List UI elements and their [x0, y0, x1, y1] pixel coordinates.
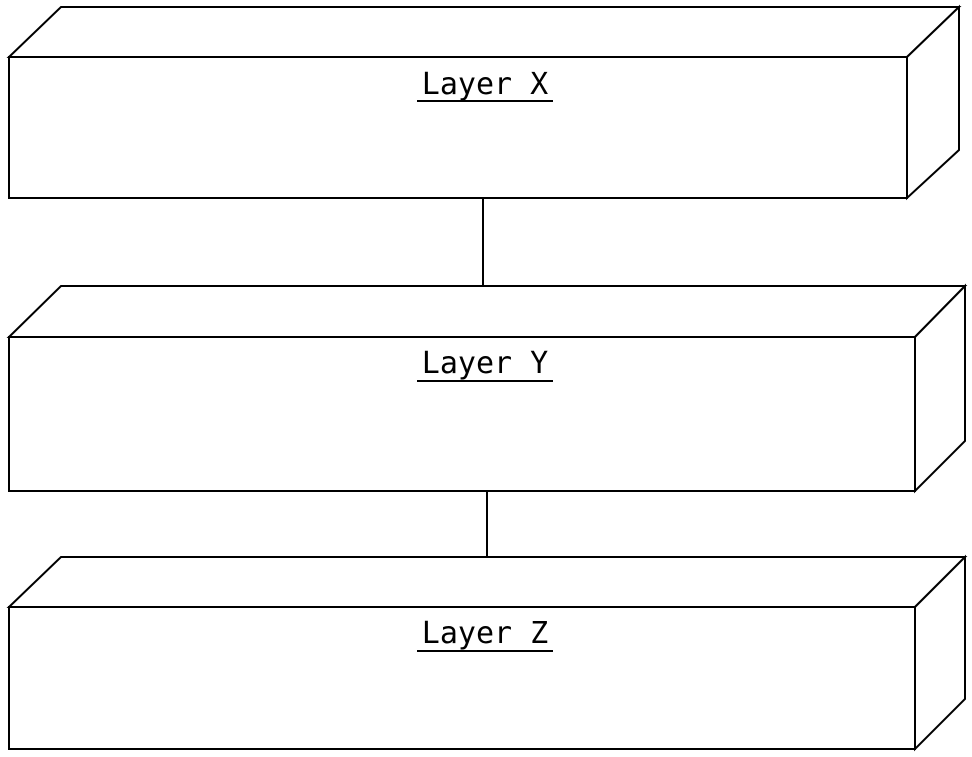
node-label: Layer Z [422, 616, 548, 651]
node-top-face [6, 556, 968, 608]
node-front-face [8, 606, 916, 750]
node-label: Layer X [422, 67, 548, 102]
node-layer-y[interactable]: Layer Y [6, 283, 968, 494]
node-layer-x[interactable]: Layer X [6, 4, 962, 201]
node-top-face [6, 285, 968, 338]
node-front-face [8, 56, 908, 199]
node-layer-z[interactable]: Layer Z [6, 554, 968, 752]
node-label: Layer Y [422, 346, 548, 381]
node-front-face [8, 336, 916, 492]
node-top-face [6, 6, 962, 58]
